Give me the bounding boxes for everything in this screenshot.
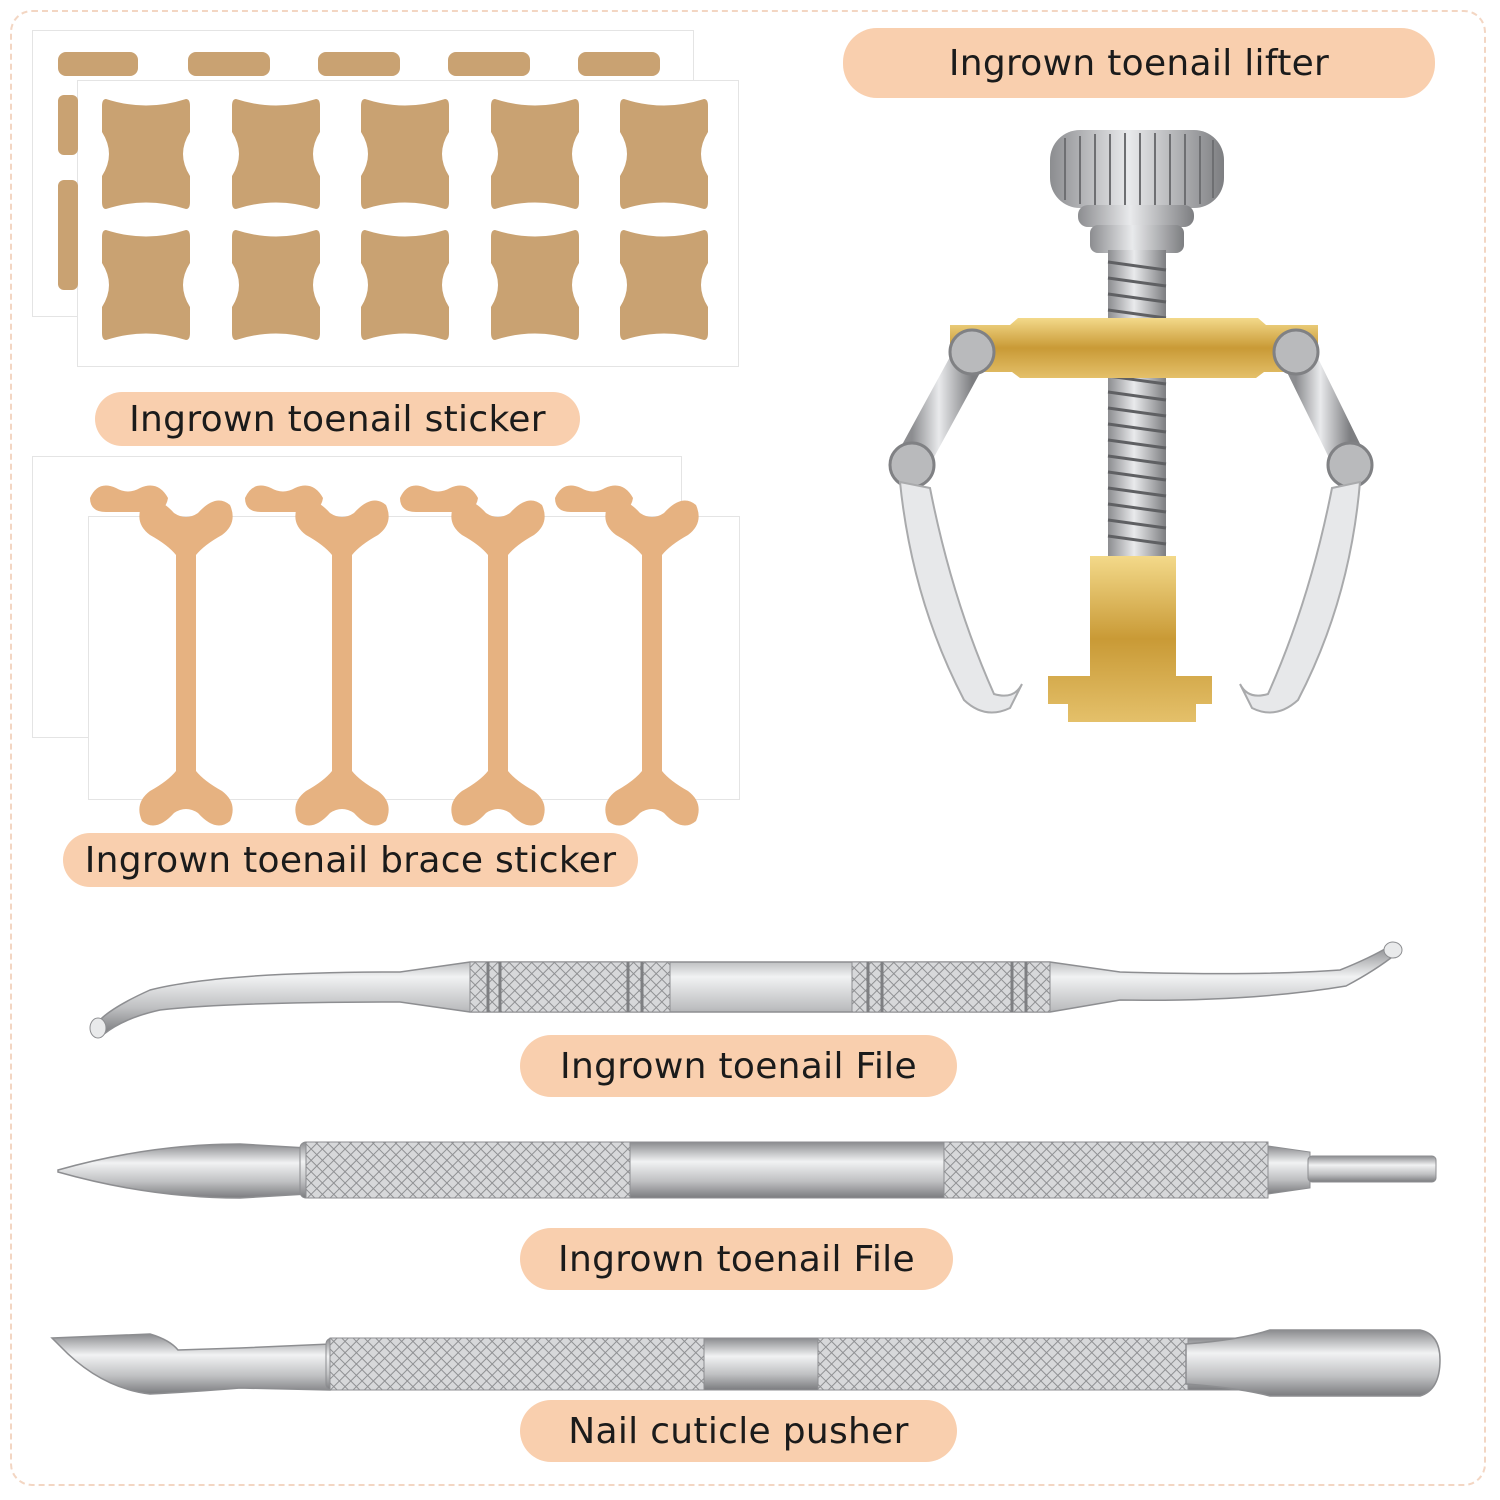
brace-sticker-label: Ingrown toenail brace sticker [63,833,638,887]
lifter-label: Ingrown toenail lifter [843,28,1435,98]
pusher-label: Nail cuticle pusher [520,1400,957,1462]
image-frame [10,10,1486,1486]
file-2-label: Ingrown toenail File [520,1228,953,1290]
sticker-label: Ingrown toenail sticker [95,392,580,446]
brace-sheet-front [88,516,740,800]
file-1-label: Ingrown toenail File [520,1035,957,1097]
